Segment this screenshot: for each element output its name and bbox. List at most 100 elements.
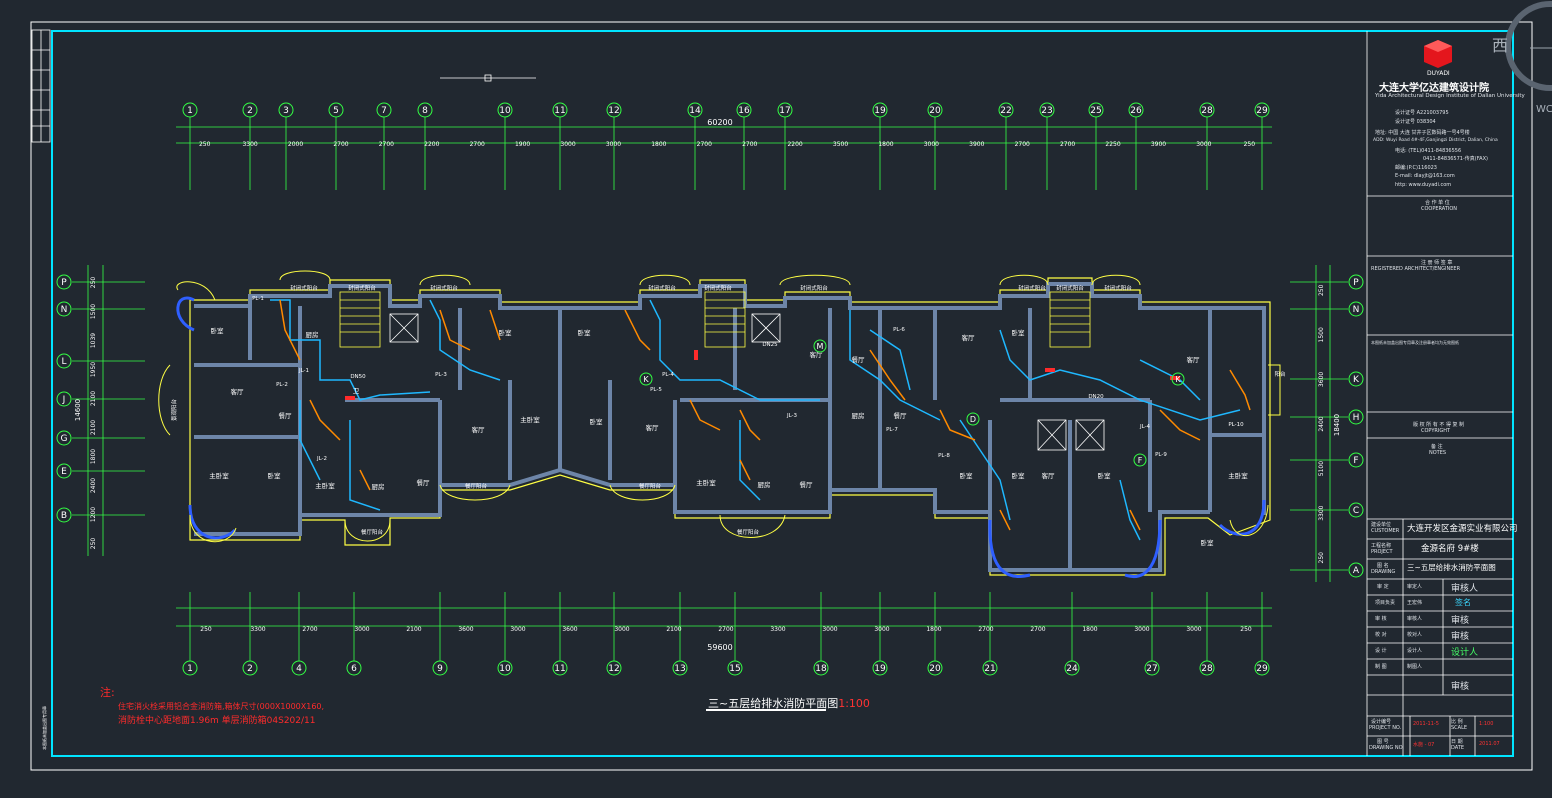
sign-sig-2: 签名 <box>1455 598 1471 607</box>
axis-label: 20 <box>929 664 941 674</box>
inner-axis-bubbles <box>639 339 1185 467</box>
room-label: 主卧室 <box>1228 471 1248 480</box>
dim-segment: 2400 <box>1318 416 1325 431</box>
dim-segment: 250 <box>199 141 211 148</box>
axis-bubble <box>56 353 72 369</box>
room-label: 餐厅 <box>417 478 431 487</box>
axis-bubble <box>687 102 703 118</box>
axis-label: 21 <box>984 664 995 674</box>
axis-bubble <box>1254 660 1270 676</box>
axis-bubble <box>927 102 943 118</box>
pipe-label: PL-9 <box>1155 452 1167 458</box>
dim-segment: 1500 <box>1318 327 1325 342</box>
customer-label-en: CUSTOMER <box>1371 528 1400 534</box>
balcony-label: 封闭式阳台 <box>1104 284 1132 292</box>
room-label: 卫 <box>353 387 360 395</box>
dim-segment: 1500 <box>90 304 97 319</box>
axis-label: J <box>62 395 66 405</box>
svg-text:K: K <box>643 375 649 384</box>
axis-label: 29 <box>1256 106 1268 116</box>
room-label: 卧室 <box>1012 471 1026 480</box>
dim-segment: 2700 <box>978 626 993 633</box>
project-value: 金源名府 9#楼 <box>1421 544 1479 554</box>
sign-role-1: 审 定 <box>1377 584 1389 590</box>
room-label: 卧室 <box>1201 538 1215 547</box>
sign-name-1: 审定人 <box>1407 584 1423 590</box>
pipe-label: DN25 <box>762 342 778 348</box>
dim-segment: 3900 <box>1151 141 1166 148</box>
axis-bubble <box>278 102 294 118</box>
axis-label: C <box>1353 506 1359 516</box>
axis-label: H <box>1353 413 1360 423</box>
dim-segment: 2700 <box>470 141 485 148</box>
axis-label: 26 <box>1130 106 1142 116</box>
pipe-label: JL-4 <box>1139 424 1151 430</box>
dim-total-right: 18400 <box>1333 414 1341 436</box>
axis-bubble <box>672 660 688 676</box>
axis-bubble <box>872 102 888 118</box>
dim-total-left: 14600 <box>74 399 82 421</box>
axis-bubble <box>552 102 568 118</box>
dim-segment: 2000 <box>288 141 303 148</box>
axis-label: N <box>1353 305 1360 315</box>
axis-label: 5 <box>333 106 339 116</box>
sign-role-2: 项目负责 <box>1375 600 1396 606</box>
balcony-label: 阳台 <box>1274 370 1286 378</box>
dim-segment: 3000 <box>606 141 621 148</box>
dim-total-top: 60200 <box>707 118 732 127</box>
notes-cn: 备 注 <box>1431 444 1443 450</box>
drawing-no-label: 图 号 <box>1377 739 1389 745</box>
axis-label: E <box>61 467 67 477</box>
pipe-label: PL-6 <box>893 327 905 333</box>
pipe-label: PL-10 <box>1228 422 1244 428</box>
axis-bubble <box>1348 274 1364 290</box>
viewcube-wcs-label[interactable]: WCS <box>1536 104 1552 115</box>
dim-segment: 2200 <box>424 141 439 148</box>
dim-segment: 2100 <box>90 391 97 406</box>
dim-segment: 2100 <box>406 626 421 633</box>
axis-bubble <box>1039 102 1055 118</box>
axis-label: 25 <box>1090 106 1101 116</box>
axis-bubble <box>727 660 743 676</box>
room-label: 卧室 <box>211 326 225 335</box>
axis-label: N <box>61 305 68 315</box>
viewcube[interactable]: 西 WCS <box>1490 0 1552 115</box>
axis-bubble <box>1199 102 1215 118</box>
room-label: 客厅 <box>810 350 824 359</box>
room-label: 卧室 <box>1098 471 1112 480</box>
dim-segment: 3900 <box>969 141 984 148</box>
sign-sig-3: 审核 <box>1451 616 1470 626</box>
svg-text:D: D <box>970 415 976 424</box>
axis-label: 8 <box>422 106 428 116</box>
dim-segment: 250 <box>1240 626 1252 633</box>
pipe-label: PL-1 <box>252 296 264 302</box>
room-label: 主卧室 <box>520 415 540 424</box>
axis-label: A <box>1353 566 1360 576</box>
dim-segment: 3300 <box>242 141 257 148</box>
room-label: 餐厅 <box>852 355 866 364</box>
room-label: 主卧室 <box>209 471 229 480</box>
dim-segment: 3300 <box>250 626 265 633</box>
room-label: 餐厅 <box>800 480 814 489</box>
axis-label: 11 <box>554 664 565 674</box>
viewcube-face-west[interactable]: 西 <box>1492 36 1509 55</box>
address-line-5: 邮编:(P.C)116023 <box>1395 165 1437 171</box>
customer-label: 建设单位 <box>1371 522 1392 528</box>
balcony-label: 餐厅阳台 <box>465 482 488 490</box>
dim-segment: 250 <box>1244 141 1256 148</box>
axis-bubble <box>1088 102 1104 118</box>
dim-total-bottom: 59600 <box>707 643 732 652</box>
balcony-label: 餐厅阳台 <box>737 528 760 536</box>
sign-role-4: 校 对 <box>1375 632 1387 638</box>
viewcube-ring[interactable] <box>1490 0 1552 100</box>
axis-label: 1 <box>187 664 193 674</box>
axis-bubble <box>872 660 888 676</box>
axis-bubble <box>1348 301 1364 317</box>
dim-segment: 2100 <box>90 420 97 435</box>
axis-label: 2 <box>247 106 253 116</box>
sign-sig-6: 审核 <box>1451 682 1470 692</box>
